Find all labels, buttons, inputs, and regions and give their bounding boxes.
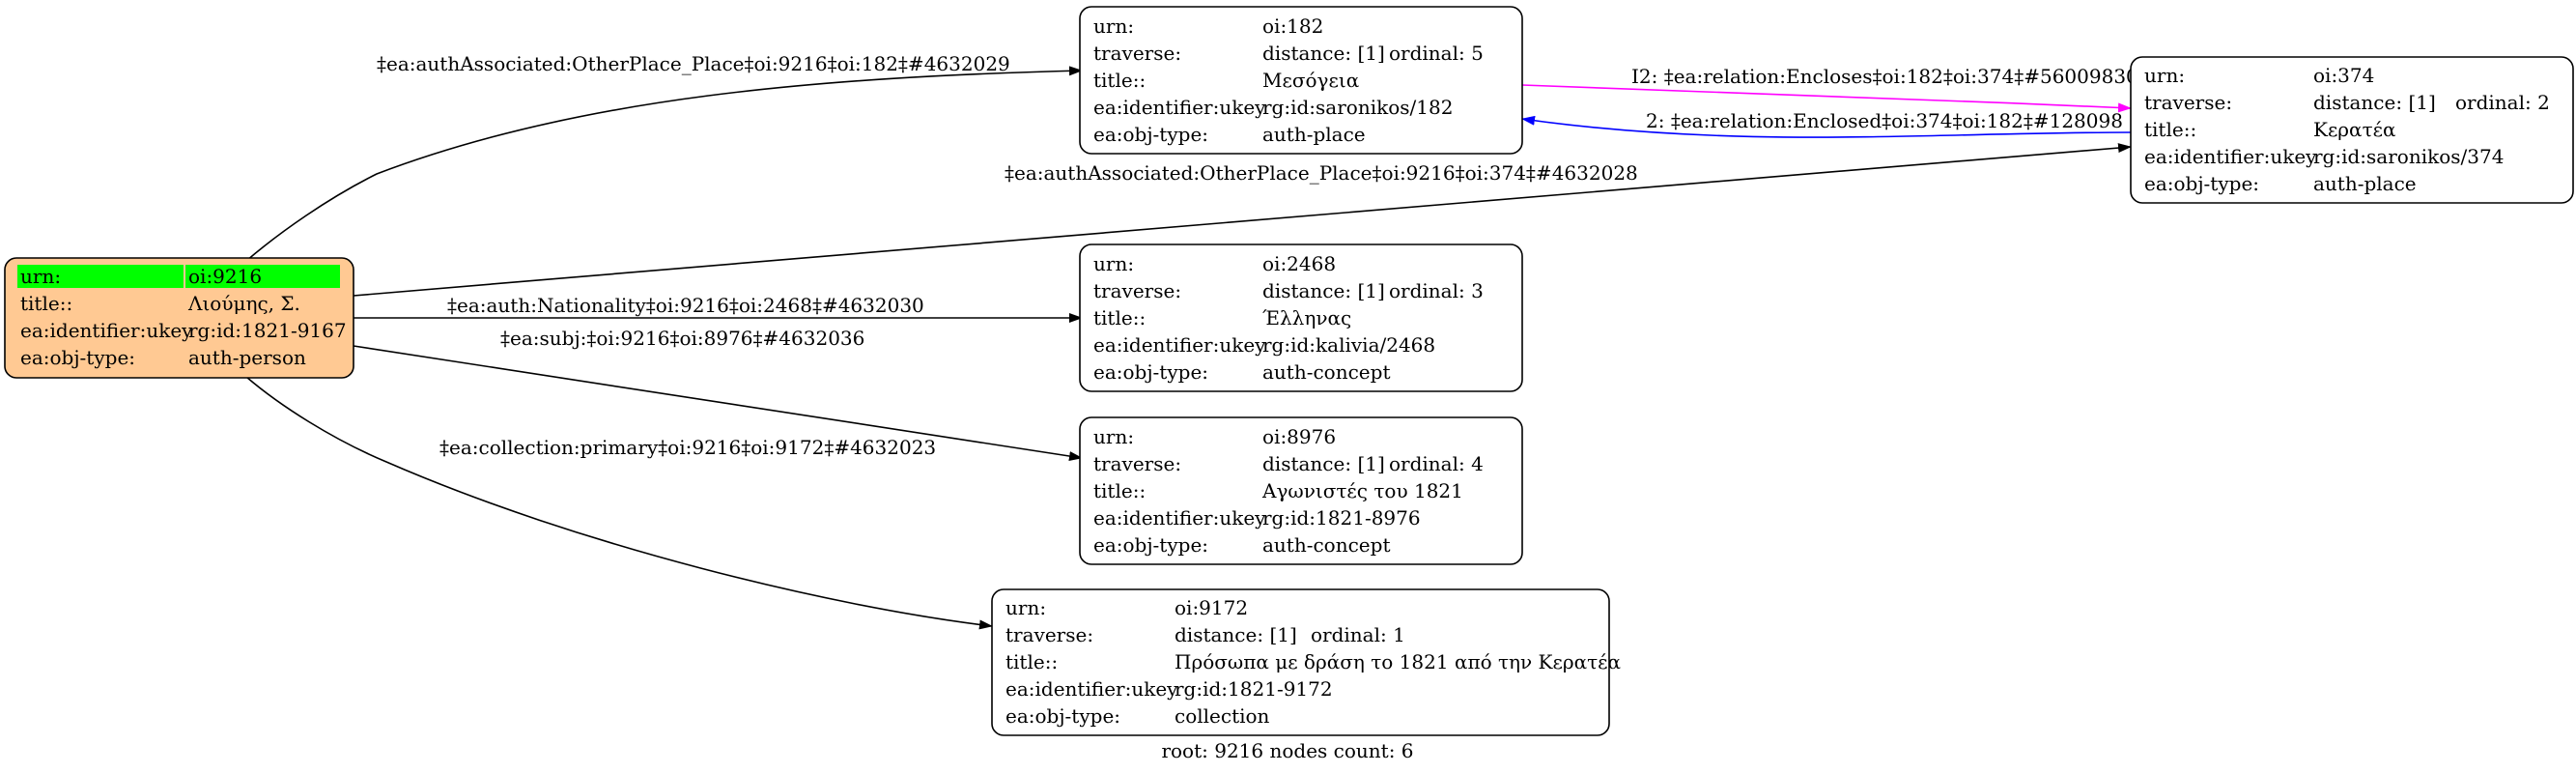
node-box (1079, 243, 1523, 392)
objtype-value: auth-place (2313, 172, 2417, 195)
objtype-key: ea:obj-type: (1005, 704, 1120, 728)
urn-key: urn: (1093, 425, 1134, 448)
title-key: title:: (1093, 69, 1146, 92)
edge-to-oi-9172: ‡ea:collection:primary‡oi:9216‡oi:9172‡#… (245, 376, 993, 630)
urn-key: urn: (20, 265, 61, 288)
ukey-value: rg:id:saronikos/374 (2313, 145, 2504, 168)
title-value: Κερατέα (2313, 118, 2396, 141)
ukey-value: rg:id:1821-9167 (188, 319, 347, 342)
traverse-value: distance: [1] (2313, 91, 2436, 114)
title-value: Έλληνας (1262, 306, 1351, 329)
urn-key: urn: (1093, 14, 1134, 38)
traverse-key: traverse: (1005, 623, 1093, 646)
urn-value: oi:2468 (1262, 252, 1336, 275)
edge-label: ‡ea:authAssociated:OtherPlace_Place‡oi:9… (377, 52, 1010, 75)
ukey-key: ea:identifier:ukey (1093, 333, 1266, 357)
title-value: Πρόσωπα με δράση το 1821 από την Κερατέα (1175, 650, 1621, 673)
ukey-key: ea:identifier:ukey (20, 319, 193, 342)
edge-to-oi-374: ‡ea:authAssociated:OtherPlace_Place‡oi:9… (353, 143, 2132, 297)
edge-encloses: I2: ‡ea:relation:Encloses‡oi:182‡oi:374‡… (1521, 65, 2138, 113)
edge-to-oi-2468: ‡ea:auth:Nationality‡oi:9216‡oi:2468‡#46… (354, 294, 1083, 323)
traverse-key: traverse: (2144, 91, 2232, 114)
ukey-value: rg:id:saronikos/182 (1262, 96, 1453, 119)
urn-value: oi:374 (2313, 64, 2374, 87)
graph-footer: root: 9216 nodes count: 6 (1161, 739, 1413, 762)
edge-to-oi-182: ‡ea:authAssociated:OtherPlace_Place‡oi:9… (245, 52, 1083, 262)
traverse-value: distance: [1] (1262, 279, 1385, 302)
node-oi-9172[interactable]: urn: oi:9172 traverse: distance: [1] ord… (991, 588, 1621, 736)
urn-value: oi:182 (1262, 14, 1323, 38)
objtype-key: ea:obj-type: (2144, 172, 2259, 195)
ukey-key: ea:identifier:ukey (1093, 96, 1266, 119)
urn-key: urn: (1093, 252, 1134, 275)
ordinal-value: ordinal: 4 (1389, 452, 1484, 475)
title-key: title:: (2144, 118, 2196, 141)
traverse-value: distance: [1] (1175, 623, 1297, 646)
edge-line (353, 143, 2132, 297)
objtype-value: auth-person (188, 346, 306, 369)
objtype-value: collection (1175, 704, 1270, 728)
title-key: title:: (1093, 479, 1146, 502)
traverse-key: traverse: (1093, 452, 1181, 475)
title-value: Λιούμης, Σ. (187, 292, 300, 315)
ordinal-value: ordinal: 3 (1389, 279, 1484, 302)
edge-label: ‡ea:auth:Nationality‡oi:9216‡oi:2468‡#46… (447, 294, 924, 317)
traverse-value: distance: [1] (1262, 42, 1385, 65)
ukey-value: rg:id:1821-8976 (1262, 506, 1421, 530)
node-oi-374[interactable]: urn: oi:374 traverse: distance: [1] ordi… (2130, 56, 2574, 204)
title-key: title:: (1005, 650, 1058, 673)
objtype-key: ea:obj-type: (1093, 123, 1208, 146)
title-key: title:: (1093, 306, 1146, 329)
urn-key: urn: (2144, 64, 2185, 87)
node-box (2130, 56, 2574, 204)
title-value: Μεσόγεια (1262, 69, 1359, 92)
edge-line (245, 66, 1083, 262)
ukey-key: ea:identifier:ukey (2144, 145, 2317, 168)
objtype-value: auth-place (1262, 123, 1366, 146)
edge-line (1521, 115, 2132, 138)
node-oi-2468[interactable]: urn: oi:2468 traverse: distance: [1] ord… (1079, 243, 1523, 392)
urn-key: urn: (1005, 596, 1046, 619)
objtype-value: auth-concept (1262, 533, 1390, 557)
edge-line (353, 345, 1083, 461)
ordinal-value: ordinal: 1 (1311, 623, 1405, 646)
edge-label: I2: ‡ea:relation:Encloses‡oi:182‡oi:374‡… (1631, 65, 2138, 88)
objtype-value: auth-concept (1262, 360, 1390, 384)
edge-label: ‡ea:collection:primary‡oi:9216‡oi:9172‡#… (439, 436, 936, 459)
node-oi-182[interactable]: urn: oi:182 traverse: distance: [1] ordi… (1079, 6, 1523, 155)
urn-value-highlight (185, 265, 340, 288)
urn-value: oi:8976 (1262, 425, 1336, 448)
objtype-key: ea:obj-type: (1093, 360, 1208, 384)
edge-label: ‡ea:authAssociated:OtherPlace_Place‡oi:9… (1005, 161, 1638, 185)
node-box (1079, 416, 1523, 565)
ordinal-value: ordinal: 2 (2455, 91, 2550, 114)
node-box (991, 588, 1610, 736)
edge-enclosed: 2: ‡ea:relation:Enclosed‡oi:374‡oi:182‡#… (1521, 109, 2132, 138)
traverse-key: traverse: (1093, 279, 1181, 302)
node-oi-9216[interactable]: urn: oi:9216 title:: Λιούμης, Σ. ea:iden… (4, 257, 354, 379)
ukey-key: ea:identifier:ukey (1093, 506, 1266, 530)
traverse-key: traverse: (1093, 42, 1181, 65)
edge-line (1521, 84, 2132, 113)
urn-value: oi:9172 (1175, 596, 1248, 619)
ukey-value: rg:id:kalivia/2468 (1262, 333, 1435, 357)
node-box (1079, 6, 1523, 155)
objtype-key: ea:obj-type: (1093, 533, 1208, 557)
ordinal-value: ordinal: 5 (1389, 42, 1484, 65)
edge-label: ‡ea:subj:‡oi:9216‡oi:8976‡#4632036 (500, 327, 864, 350)
edge-label: 2: ‡ea:relation:Enclosed‡oi:374‡oi:182‡#… (1646, 109, 2123, 132)
node-oi-8976[interactable]: urn: oi:8976 traverse: distance: [1] ord… (1079, 416, 1523, 565)
edge-line (245, 376, 993, 630)
title-key: title:: (20, 292, 72, 315)
ukey-value: rg:id:1821-9172 (1175, 677, 1333, 701)
traverse-value: distance: [1] (1262, 452, 1385, 475)
urn-key-highlight (17, 265, 184, 288)
objtype-key: ea:obj-type: (20, 346, 135, 369)
ukey-key: ea:identifier:ukey (1005, 677, 1178, 701)
title-value: Αγωνιστές του 1821 (1261, 479, 1463, 502)
urn-value: oi:9216 (188, 265, 262, 288)
edge-to-oi-8976: ‡ea:subj:‡oi:9216‡oi:8976‡#4632036 (353, 327, 1083, 461)
